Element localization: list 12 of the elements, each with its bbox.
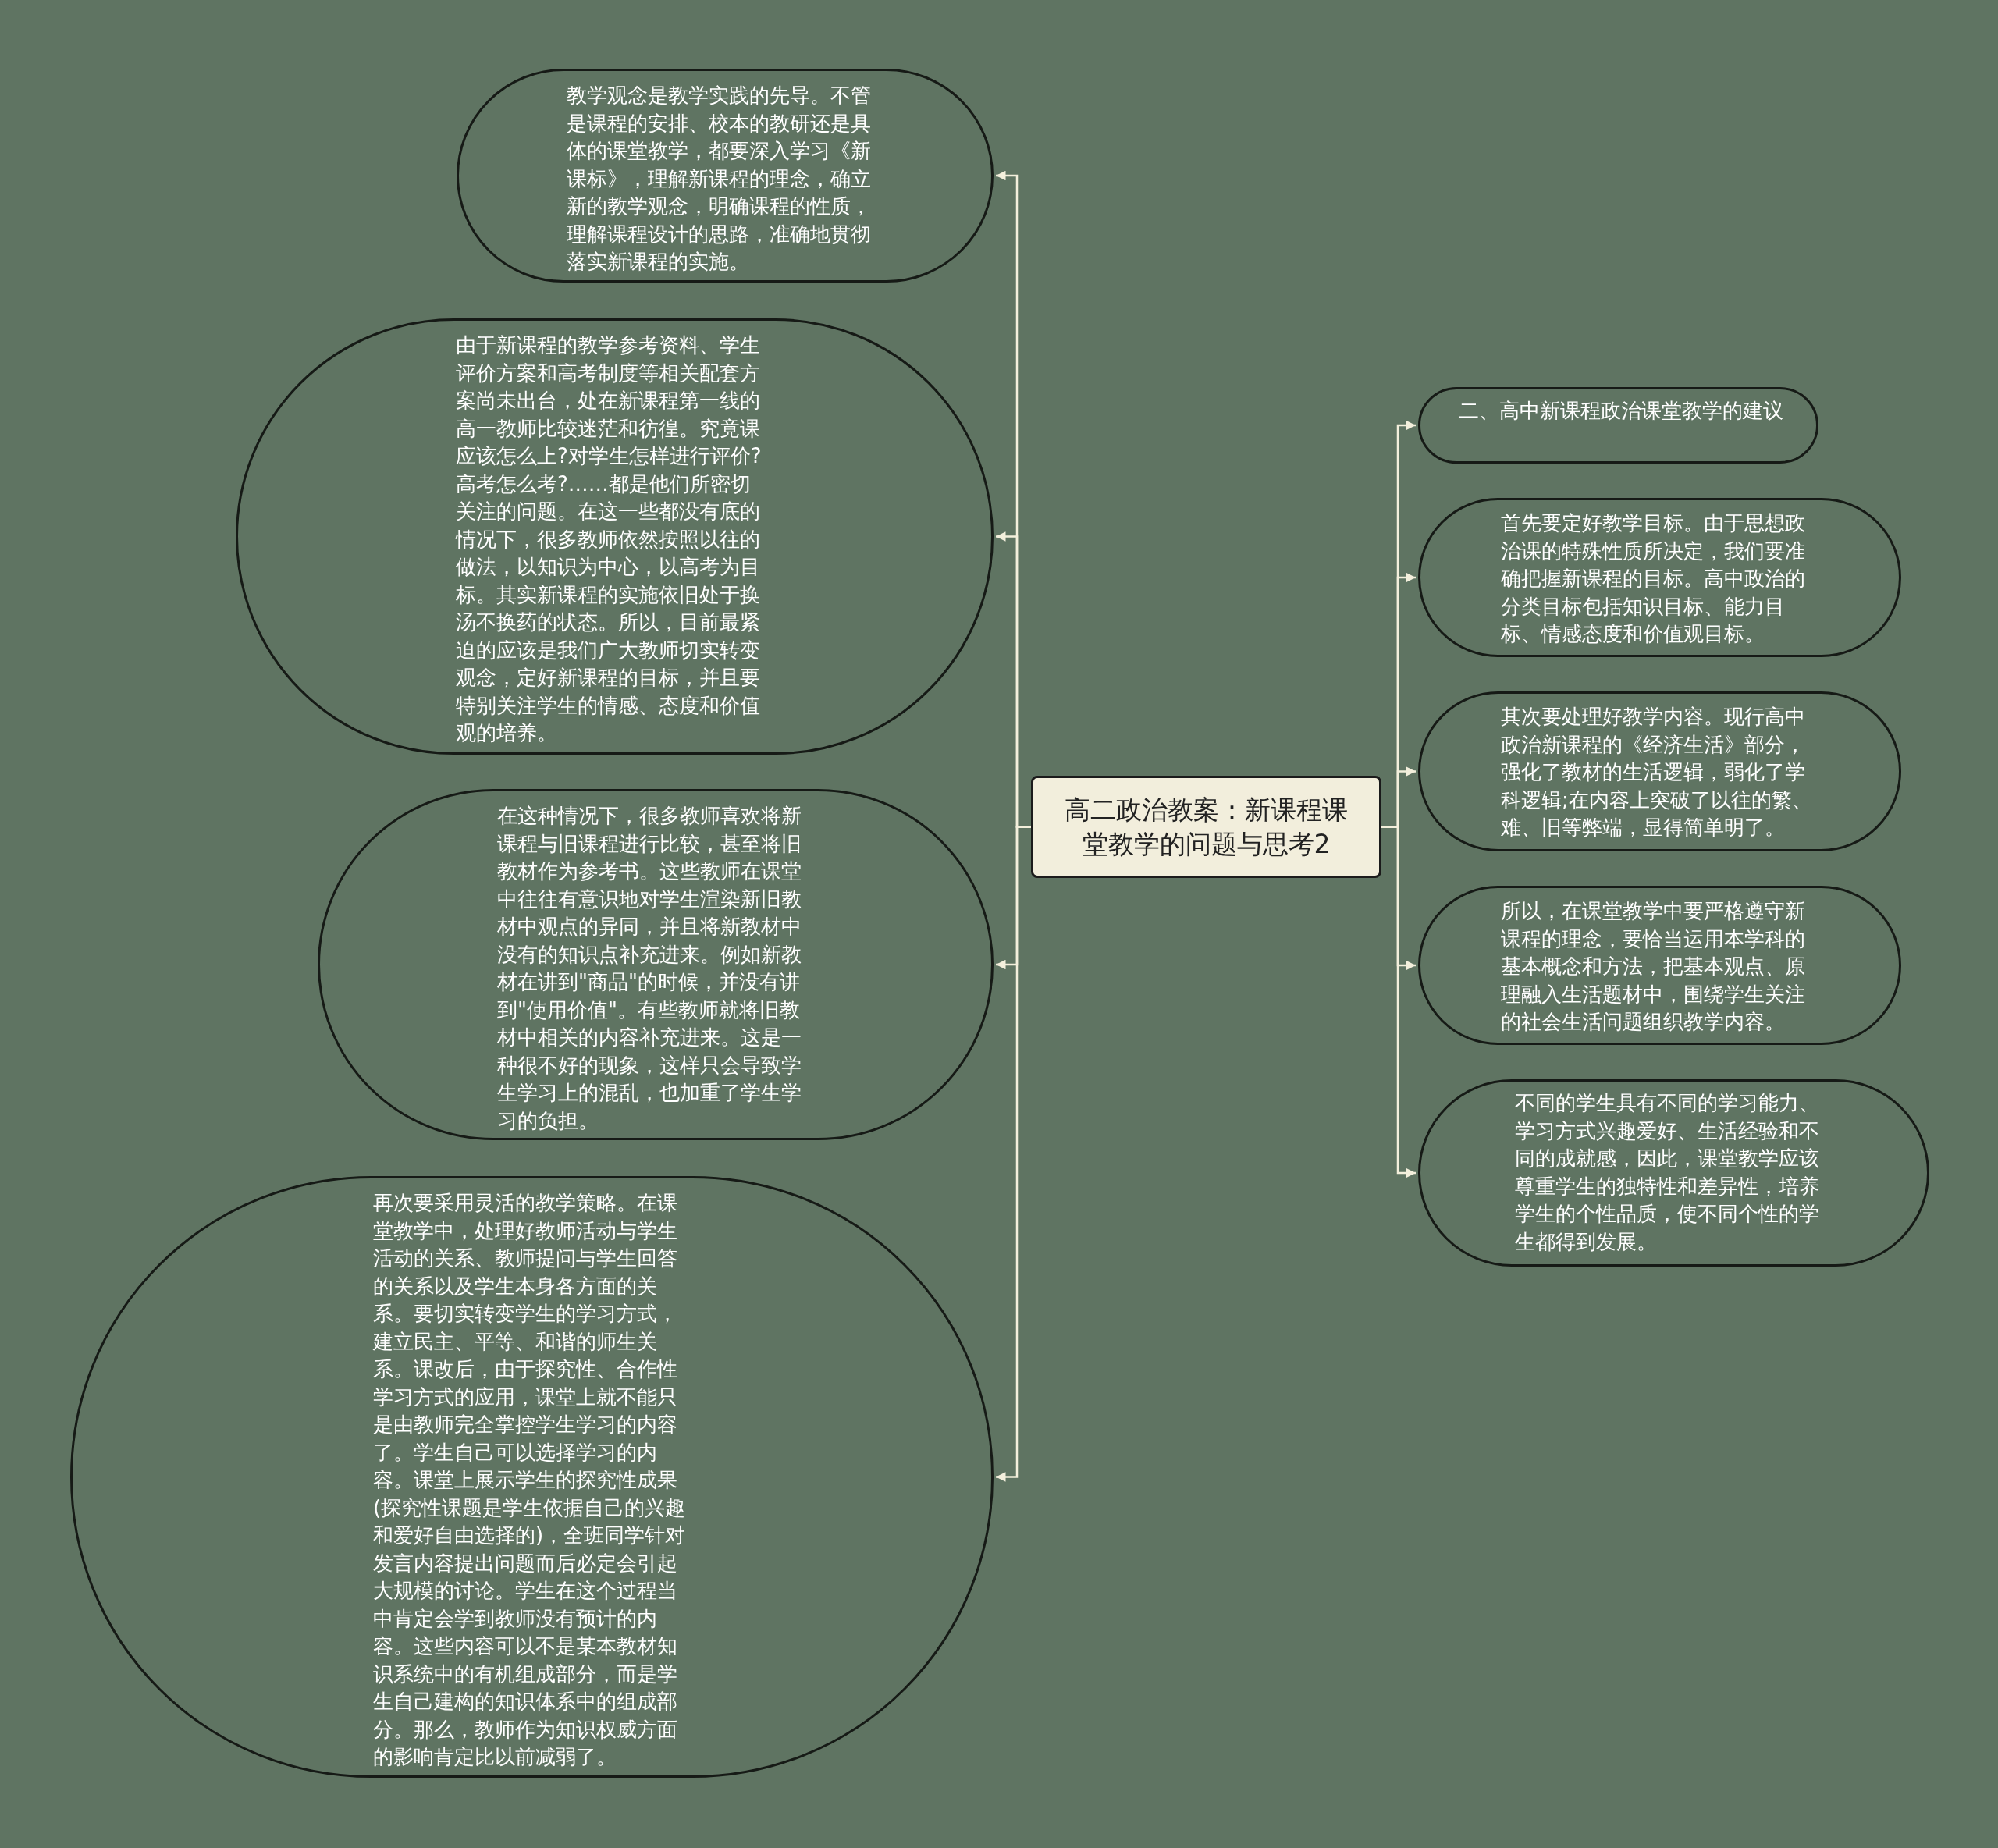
- node-text: 所以，在课堂教学中要严格遵守新课程的理念，要恰当运用本学科的基本概念和方法，把基本观点、原理融入生活题材中，围绕学生关注的社会生活问题组织教学内容。: [1501, 898, 1806, 1035]
- node-text: 二、高中新课程政治课堂教学的建议: [1459, 398, 1784, 424]
- node-text: 首先要定好教学目标。由于思想政治课的特殊性质所决定，我们要准确把握新课程的目标。高中政治的分类目标包括知识目标、能力目标、情感态度和价值观目标。: [1501, 510, 1806, 647]
- title-text: 高二政治教案：新课程课堂教学的问题与思考2: [1064, 793, 1349, 861]
- connector-arrow: [1381, 826, 1416, 1178]
- node-text: 其次要处理好教学内容。现行高中政治新课程的《经济生活》部分，强化了教材的生活逻辑，弱化了学科逻辑;在内容上突破了以往的繁、难、旧等弊端，显得简单明了。: [1501, 704, 1813, 840]
- node-text: 再次要采用灵活的教学策略。在课堂教学中，处理好教师活动与学生活动的关系、教师提问与学生回答的关系以及学生本身各方面的关系。要切实转变学生的学习方式，建立民主、平等、和谐的师生关系。课改后，由于探究性、合作性学习方式的应用，课堂上就不能只是由教师完全掌控学生学习的内容了。学生自己可以选择学习的内容。课堂上展示学生的探究性成果(探究性课题是学生依据自己的兴趣和爱好自由选择的)，全班同学针对发言内容提出问题而后必定会引起大规模的讨论。学生在这个过程当中肯定会学到教师没有预计的内容。这些内容可以不是某本教材知识系统中的有机组成部分，而是学生自己建构的知识体系中的组成部分。那么，教师作为知识权威方面的影响肯定比以前减弱了。: [373, 1190, 687, 1770]
- node-text: 教学观念是教学实践的先导。不管是课程的安排、校本的教研还是具体的课堂教学，都要深入学习《新课标》，理解新课程的理念，确立新的教学观念，明确课程的性质，理解课程设计的思路，准确地贯彻落实新课程的实施。: [567, 83, 872, 275]
- title-box: [1031, 776, 1381, 878]
- node-text: 不同的学生具有不同的学习能力、学习方式兴趣爱好、生活经验和不同的成就感，因此，课堂教学应该尊重学生的独特性和差异性，培养学生的个性品质，使不同个性的学生都得到发展。: [1515, 1090, 1820, 1255]
- node-text: 由于新课程的教学参考资料、学生评价方案和高考制度等相关配套方案尚未出台，处在新课程第一线的高一教师比较迷茫和彷徨。究竟课应该怎么上?对学生怎样进行评价?高考怎么考?……都是他们所密切关注的问题。在这一些都没有底的情况下，很多教师依然按照以往的做法，以知识为中心，以高考为目标。其实新课程的实施依旧处于换汤不换药的状态。所以，目前最紧迫的应该是我们广大教师切实转变观念，定好新课程的目标，并且要特别关注学生的情感、态度和价值观的培养。: [456, 332, 763, 746]
- node-text: 在这种情况下，很多教师喜欢将新课程与旧课程进行比较，甚至将旧教材作为参考书。这些教师在课堂中往往有意识地对学生渲染新旧教材中观点的异同，并且将新教材中没有的知识点补充进来。例如新教材在讲到"商品"的时候，并没有讲到"使用价值"。有些教师就将旧教材中相关的内容补充进来。这是一种很不好的现象，这样只会导致学生学习上的混乱，也加重了学生学习的负担。: [497, 803, 802, 1134]
